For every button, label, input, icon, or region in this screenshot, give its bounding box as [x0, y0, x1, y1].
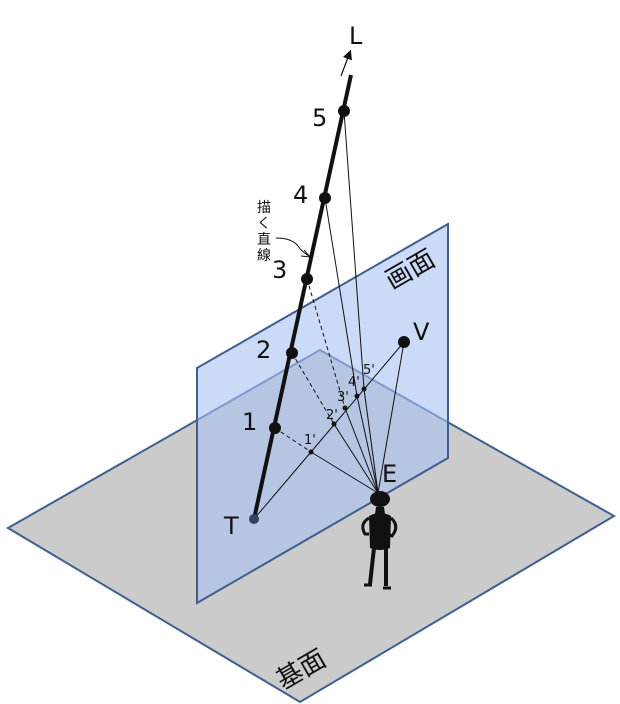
sight-dash-1 — [274, 427, 312, 453]
point-3 — [301, 273, 313, 285]
label-5: 5 — [312, 104, 327, 132]
projection-3 — [342, 405, 348, 411]
sight-lines-solid — [253, 110, 405, 520]
label-5prime: 5' — [363, 363, 375, 378]
point-5 — [338, 105, 350, 117]
drawn-line — [252, 74, 353, 520]
label-L: L — [349, 22, 363, 50]
drawn-line-annotation: 描 く 直 線 — [257, 200, 271, 264]
arrow-to-L — [340, 49, 352, 77]
label-2: 2 — [256, 336, 271, 364]
label-V: V — [413, 318, 430, 346]
annotation-char-1: 描 — [257, 200, 271, 216]
projection-1 — [308, 449, 314, 455]
vanishing-point — [398, 336, 410, 348]
label-1: 1 — [242, 408, 257, 436]
line-E-to-V — [377, 341, 405, 494]
annotation-char-2: く — [257, 216, 271, 232]
sight-line-1 — [310, 451, 379, 494]
label-2prime: 2' — [326, 408, 338, 423]
annotation-char-3: 直 — [257, 231, 271, 248]
projection-2 — [331, 421, 337, 427]
line-points — [269, 105, 350, 434]
sight-line-5-outer — [343, 110, 365, 390]
annotation-pointer — [275, 237, 310, 257]
sight-line-2 — [333, 423, 379, 494]
projection-5 — [361, 386, 367, 392]
sight-dash-3 — [306, 278, 346, 409]
projection-4 — [354, 393, 360, 399]
sight-lines-dashed — [274, 278, 346, 453]
label-3prime: 3' — [337, 390, 349, 405]
label-3: 3 — [272, 256, 287, 284]
point-1 — [269, 422, 281, 434]
sight-line-4-outer — [324, 197, 358, 397]
annotation-char-4: 線 — [257, 248, 271, 264]
sight-line-3 — [344, 407, 379, 494]
point-2 — [286, 347, 298, 359]
line-T-to-1prime — [253, 451, 312, 520]
annotation-pointer-head — [300, 249, 312, 258]
sight-line-5 — [363, 388, 379, 494]
trace-point — [249, 514, 259, 524]
observer-figure — [361, 491, 398, 590]
label-1prime: 1' — [304, 433, 316, 448]
label-T: T — [223, 512, 239, 540]
label-4: 4 — [293, 181, 308, 209]
point-4 — [319, 192, 331, 204]
picture-plane — [196, 222, 449, 605]
sight-line-4 — [356, 395, 379, 494]
projected-points — [308, 386, 367, 455]
label-E: E — [382, 460, 397, 488]
label-4prime: 4' — [348, 375, 360, 390]
